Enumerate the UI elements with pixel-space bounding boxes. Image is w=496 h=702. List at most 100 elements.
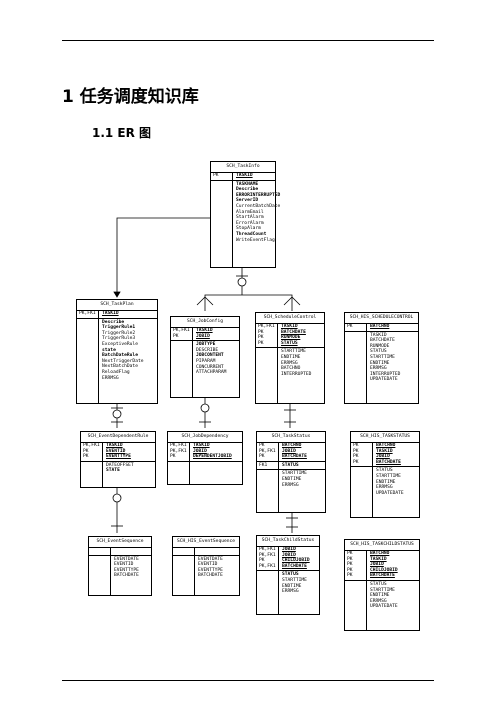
key-field: BATCHDATE xyxy=(370,573,395,579)
attribute-field: STARTTIME xyxy=(282,577,307,583)
attribute-field: UPDATEDATE xyxy=(370,377,398,383)
key-column xyxy=(173,555,195,595)
rel-taskinfo-taskplan xyxy=(116,217,210,292)
attribute-field: ERRORINTERRUPTED xyxy=(236,192,281,198)
key-column xyxy=(89,555,111,595)
attribute-field: UPDATEDATE xyxy=(370,604,398,610)
attribute-field: EVENTID xyxy=(114,562,134,568)
entity-title: SCH_JobConfig xyxy=(170,316,240,328)
entity-section: PK,FK1 TASKID xyxy=(77,310,157,319)
key-field: TASKID xyxy=(102,311,119,316)
attribute-field: CurrentBatchDate xyxy=(236,203,281,209)
key-field: BATCHDATE xyxy=(282,563,307,569)
field-column xyxy=(190,462,242,484)
attribute-field: ERRMSG xyxy=(370,366,387,372)
key-label: PK,FK1 xyxy=(79,311,96,316)
key-field: TASKID xyxy=(236,173,253,178)
attribute-field: RUNMODE xyxy=(370,343,390,349)
attribute-field: BATCHNO xyxy=(281,366,301,372)
attribute-field: TriggerRule2 xyxy=(102,330,136,336)
entity-attributes xyxy=(168,461,242,484)
key-field: STATUS xyxy=(282,462,299,468)
field-column: TASKID xyxy=(99,310,157,318)
key-field: TASKID xyxy=(370,556,387,562)
key-label: PK,FK1 xyxy=(259,547,276,552)
arrowhead xyxy=(113,291,121,298)
key-label: PK xyxy=(353,454,359,460)
key-label: PK xyxy=(173,333,179,339)
attribute-field: ENDTIME xyxy=(282,583,302,589)
attribute-field: TriggerRule1 xyxy=(102,325,136,331)
attribute-field: INTERRUPTED xyxy=(370,371,401,377)
key-label: PK xyxy=(259,454,265,460)
key-field: JOBID xyxy=(370,562,384,568)
attribute-field: STARTTIME xyxy=(370,354,395,360)
key-label xyxy=(91,548,108,554)
key-field: BATCHNO xyxy=(370,551,390,556)
key-field: EVENTTYPE xyxy=(106,454,131,460)
attribute-field: BATCHDATE xyxy=(370,338,395,344)
key-column xyxy=(81,461,103,487)
attribute-field: ENDTIME xyxy=(370,360,390,366)
key-column xyxy=(171,341,193,397)
page-bottom-rule xyxy=(62,680,434,681)
field-column xyxy=(111,547,151,555)
key-field: STATUS xyxy=(281,340,298,346)
page-top-rule xyxy=(62,40,434,41)
attribute-field: BATCHDATE xyxy=(114,573,139,579)
key-column xyxy=(173,547,195,555)
attribute-field: BatchDateRule xyxy=(102,353,138,359)
key-field: CHILDJOBID xyxy=(370,567,398,573)
key-field: TASKID xyxy=(281,324,298,329)
attribute-field: PIPARAM xyxy=(196,358,216,364)
entity-title: SCH_HIS_TASKSTATUS xyxy=(350,431,420,443)
attribute-field: STATUS xyxy=(370,581,387,587)
key-field: TASKID xyxy=(376,448,393,454)
section-heading: 1 任务调度知识库 xyxy=(62,87,199,107)
key-column xyxy=(77,318,99,403)
attribute-field: STATUS xyxy=(370,349,387,355)
attribute-field: INTERRUPTED xyxy=(281,371,312,377)
key-field: TASKID xyxy=(193,443,210,448)
attribute-field: ERRMSG xyxy=(370,598,387,604)
key-column xyxy=(345,580,367,630)
key-field: BATCHNO xyxy=(282,443,302,448)
attribute-field: WriteEventFlag xyxy=(236,237,275,243)
entity-title: SCH_EventDependentRule xyxy=(80,431,156,443)
key-label: PK xyxy=(347,551,353,556)
key-field: RUNMODE xyxy=(281,335,301,341)
one-symbol xyxy=(237,277,247,287)
attribute-field: STATUS xyxy=(282,572,299,578)
key-label: PK,FK1 xyxy=(258,324,275,329)
key-field: BATCHNO xyxy=(376,443,396,448)
field-column: BATCHNO xyxy=(367,323,418,331)
attribute-field: ErrorAlarm xyxy=(236,220,264,226)
attribute-field: TASKNAME xyxy=(236,181,259,187)
key-column xyxy=(351,467,373,517)
attribute-field: JOBCONTENT xyxy=(196,353,224,359)
key-label: PK,FK1 xyxy=(259,448,276,454)
attribute-field: ENDTIME xyxy=(376,479,396,485)
key-label: PK xyxy=(347,556,353,562)
key-label: FK1 xyxy=(259,462,268,468)
